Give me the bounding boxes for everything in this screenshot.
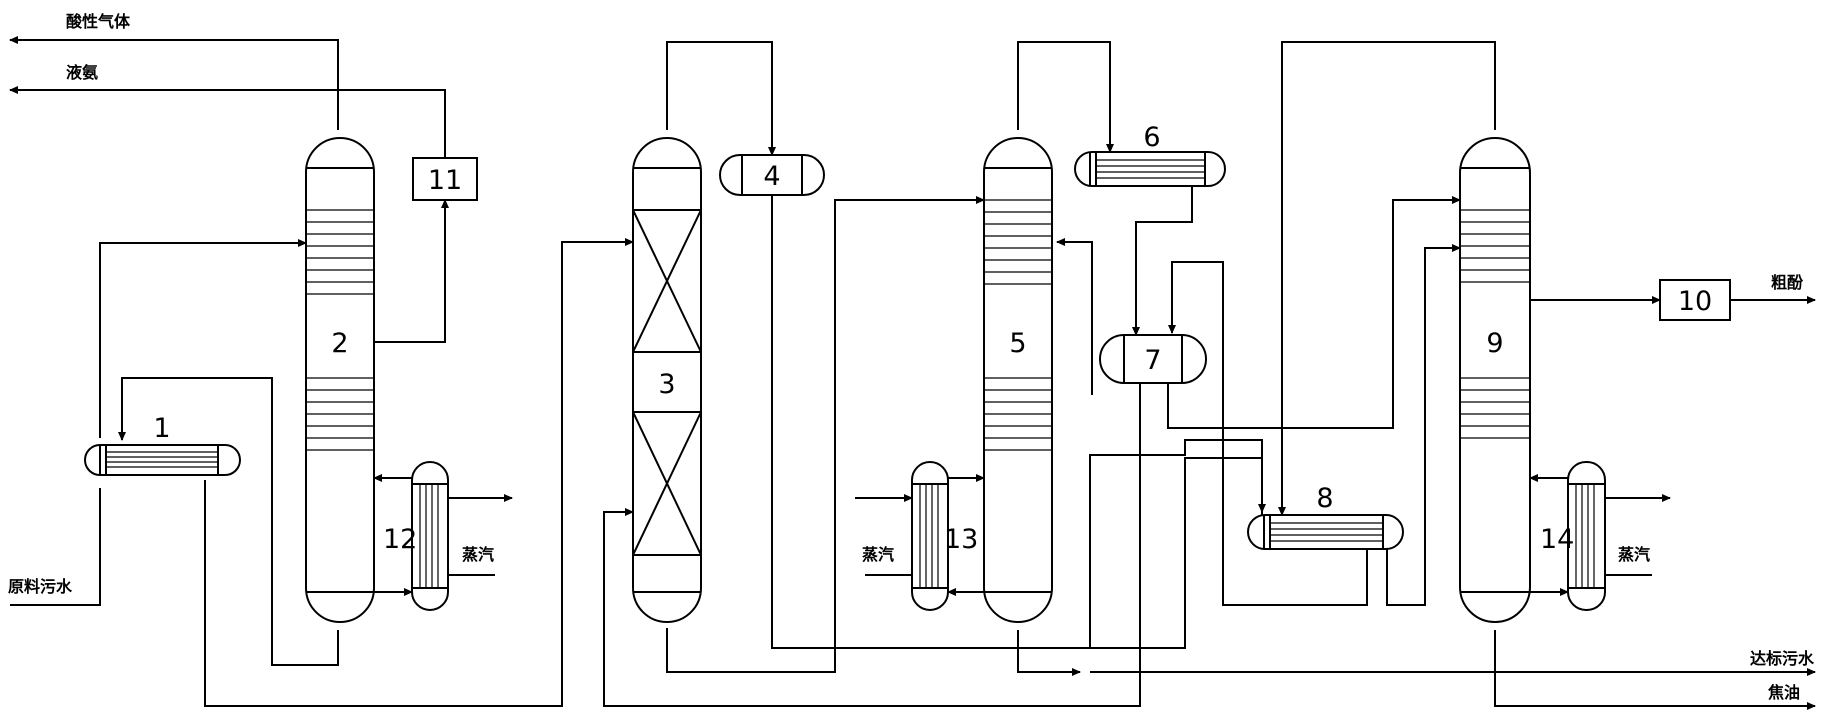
heat-exchanger-8: 8 (1247, 483, 1404, 550)
unit-11: 11 (412, 157, 478, 201)
reboiler-13: 13 蒸汽 (862, 461, 978, 611)
steam-label-13: 蒸汽 (862, 545, 894, 564)
col3-overhead-line (666, 41, 776, 156)
treated-wastewater-label: 达标污水 (1750, 649, 1815, 668)
equipment-label-1: 1 (153, 413, 170, 444)
stream-labels: 酸性气体 液氨 原料污水 粗酚 达标污水 焦油 (8, 12, 1815, 702)
acid-gas-label: 酸性气体 (66, 12, 131, 31)
coke-oil-label: 焦油 (1767, 683, 1800, 702)
equipment-label-2: 2 (331, 328, 348, 359)
tray-section-upper (1460, 209, 1530, 283)
drum-7: 7 (1099, 334, 1207, 384)
reboiler-14: 14 蒸汽 (1540, 461, 1650, 611)
equipment-label-9: 9 (1486, 328, 1503, 359)
equipment-label-3: 3 (658, 369, 675, 400)
equipment-label-5: 5 (1009, 328, 1026, 359)
hx8-to-col9-line (1386, 244, 1461, 606)
equipment-label-12: 12 (383, 524, 417, 555)
col5-bottom-line (1017, 630, 1081, 676)
extraction-column-5: 5 (983, 137, 1053, 623)
equipment-label-6: 6 (1143, 122, 1160, 153)
liquid-ammonia-line (9, 86, 446, 158)
col3-lower-feed-line (603, 360, 1141, 707)
crude-phenol-label: 粗酚 (1771, 273, 1804, 292)
equipment-label-13: 13 (944, 524, 978, 555)
equipment-label-8: 8 (1316, 483, 1333, 514)
heat-exchanger-1: 1 (84, 413, 241, 476)
hx1-to-col3-line (204, 238, 634, 707)
phenol-column-9: 9 (1459, 137, 1531, 623)
col3-bottom-to-col5-line (666, 196, 985, 673)
drum-4: 4 (719, 154, 825, 196)
hx1-to-col2-line (99, 239, 307, 438)
col2-bottom-to-hx1-line (118, 377, 339, 666)
reboiler-12: 12 蒸汽 (383, 461, 494, 611)
hx8-to-drum7-line (1168, 261, 1368, 606)
drum7-reflux-line (1056, 238, 1093, 395)
packing-bed-upper (632, 209, 702, 353)
col2-to-unit11-line (374, 199, 449, 343)
packed-column-3: 3 (632, 137, 702, 623)
acid-gas-line (9, 36, 339, 130)
col9-overhead-line (1278, 41, 1496, 516)
liquid-ammonia-label: 液氨 (66, 63, 98, 82)
equipment-label-7: 7 (1144, 345, 1161, 376)
equipment-label-4: 4 (763, 161, 780, 192)
col9-bottom-line (1494, 630, 1816, 710)
equipment-label-14: 14 (1540, 524, 1574, 555)
heat-exchanger-6: 6 (1074, 122, 1226, 187)
hx6-to-drum7-line (1132, 180, 1193, 336)
col5-to-hx8-line (1089, 439, 1266, 648)
steam-label-14: 蒸汽 (1618, 545, 1650, 564)
piping (9, 36, 1816, 710)
col5-overhead-line (1017, 41, 1114, 153)
raw-wastewater-feed-line (10, 488, 101, 606)
equipment-label-10: 10 (1678, 286, 1712, 317)
tray-section-lower (1460, 377, 1530, 439)
drum7-to-col9-line (1167, 196, 1461, 429)
tray-section-upper (306, 209, 374, 295)
equipment-label-11: 11 (428, 165, 462, 196)
tray-section-upper (984, 199, 1052, 285)
stripping-column-2: 2 (305, 137, 375, 623)
tray-section-lower (984, 377, 1052, 451)
packing-bed-lower (632, 411, 702, 556)
tray-section-lower (306, 377, 374, 451)
unit-10: 10 (1659, 279, 1731, 321)
raw-wastewater-label: 原料污水 (8, 577, 73, 596)
steam-label-12: 蒸汽 (462, 545, 494, 564)
